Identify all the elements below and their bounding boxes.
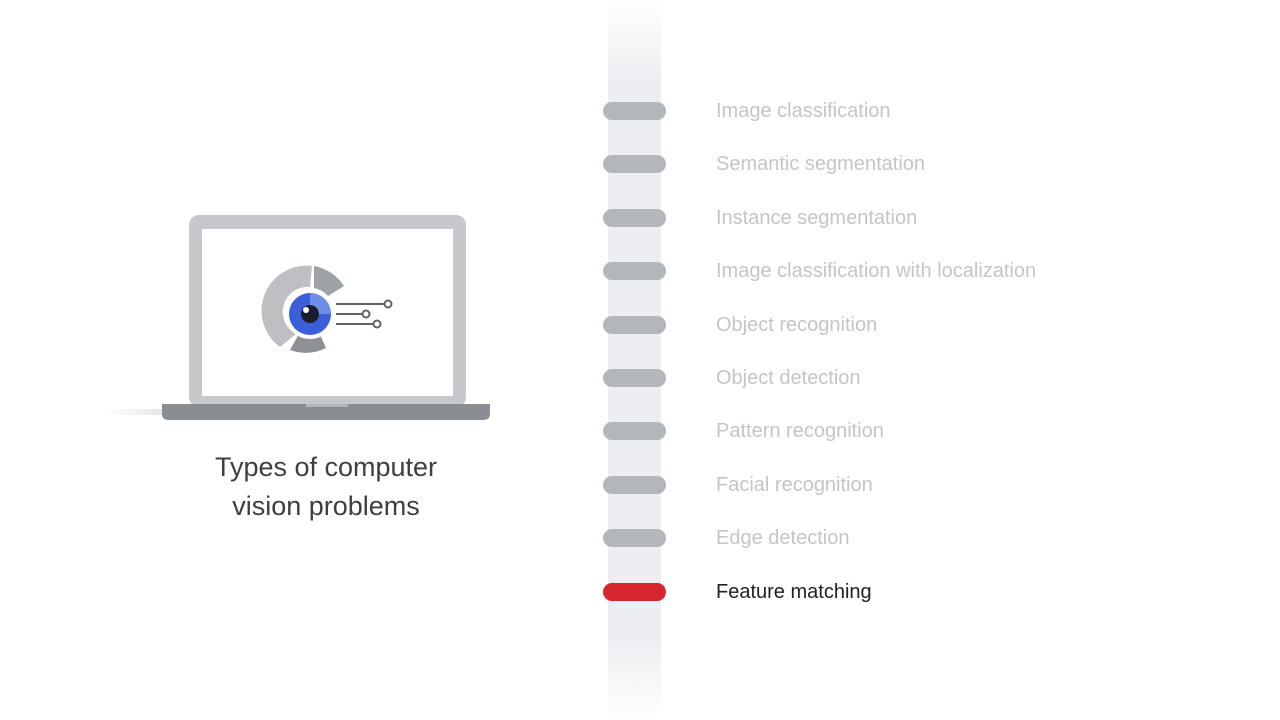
timeline-label: Image classification with localization (716, 260, 1037, 282)
timeline-marker-active (603, 583, 666, 601)
timeline-marker (603, 262, 666, 280)
eye-icon (261, 265, 393, 353)
timeline-item-object-recognition: Object recognition (603, 314, 1280, 336)
timeline-label: Semantic segmentation (716, 153, 926, 175)
timeline-label: Edge detection (716, 527, 850, 549)
timeline-marker (603, 422, 666, 440)
timeline-label-active: Feature matching (716, 581, 872, 603)
timeline-label: Image classification (716, 100, 891, 122)
timeline-item-image-classification-with-localization: Image classification with localization (603, 260, 1280, 282)
timeline-marker (603, 155, 666, 173)
timeline-item-instance-segmentation: Instance segmentation (603, 207, 1280, 229)
timeline-item-facial-recognition: Facial recognition (603, 474, 1280, 496)
timeline-label: Instance segmentation (716, 207, 918, 229)
timeline-marker (603, 529, 666, 547)
timeline-item-feature-matching: Feature matching (603, 581, 1280, 603)
timeline-marker (603, 209, 666, 227)
timeline-item-edge-detection: Edge detection (603, 527, 1280, 549)
laptop-with-eye-icon (100, 215, 490, 420)
timeline-item-semantic-segmentation: Semantic segmentation (603, 153, 1280, 175)
timeline-label: Object detection (716, 367, 861, 389)
timeline-item-image-classification: Image classification (603, 100, 1280, 122)
caption-line-2: vision problems (232, 491, 420, 521)
timeline-label: Pattern recognition (716, 420, 884, 442)
caption-line-1: Types of computer (214, 452, 438, 482)
timeline-marker (603, 476, 666, 494)
timeline-marker (603, 102, 666, 120)
timeline-label: Facial recognition (716, 474, 873, 496)
timeline-label: Object recognition (716, 314, 878, 336)
timeline-item-object-detection: Object detection (603, 367, 1280, 389)
timeline-item-pattern-recognition: Pattern recognition (603, 420, 1280, 442)
timeline-marker (603, 369, 666, 387)
timeline-marker (603, 316, 666, 334)
slide-caption: Types of computer vision problems (170, 448, 482, 526)
